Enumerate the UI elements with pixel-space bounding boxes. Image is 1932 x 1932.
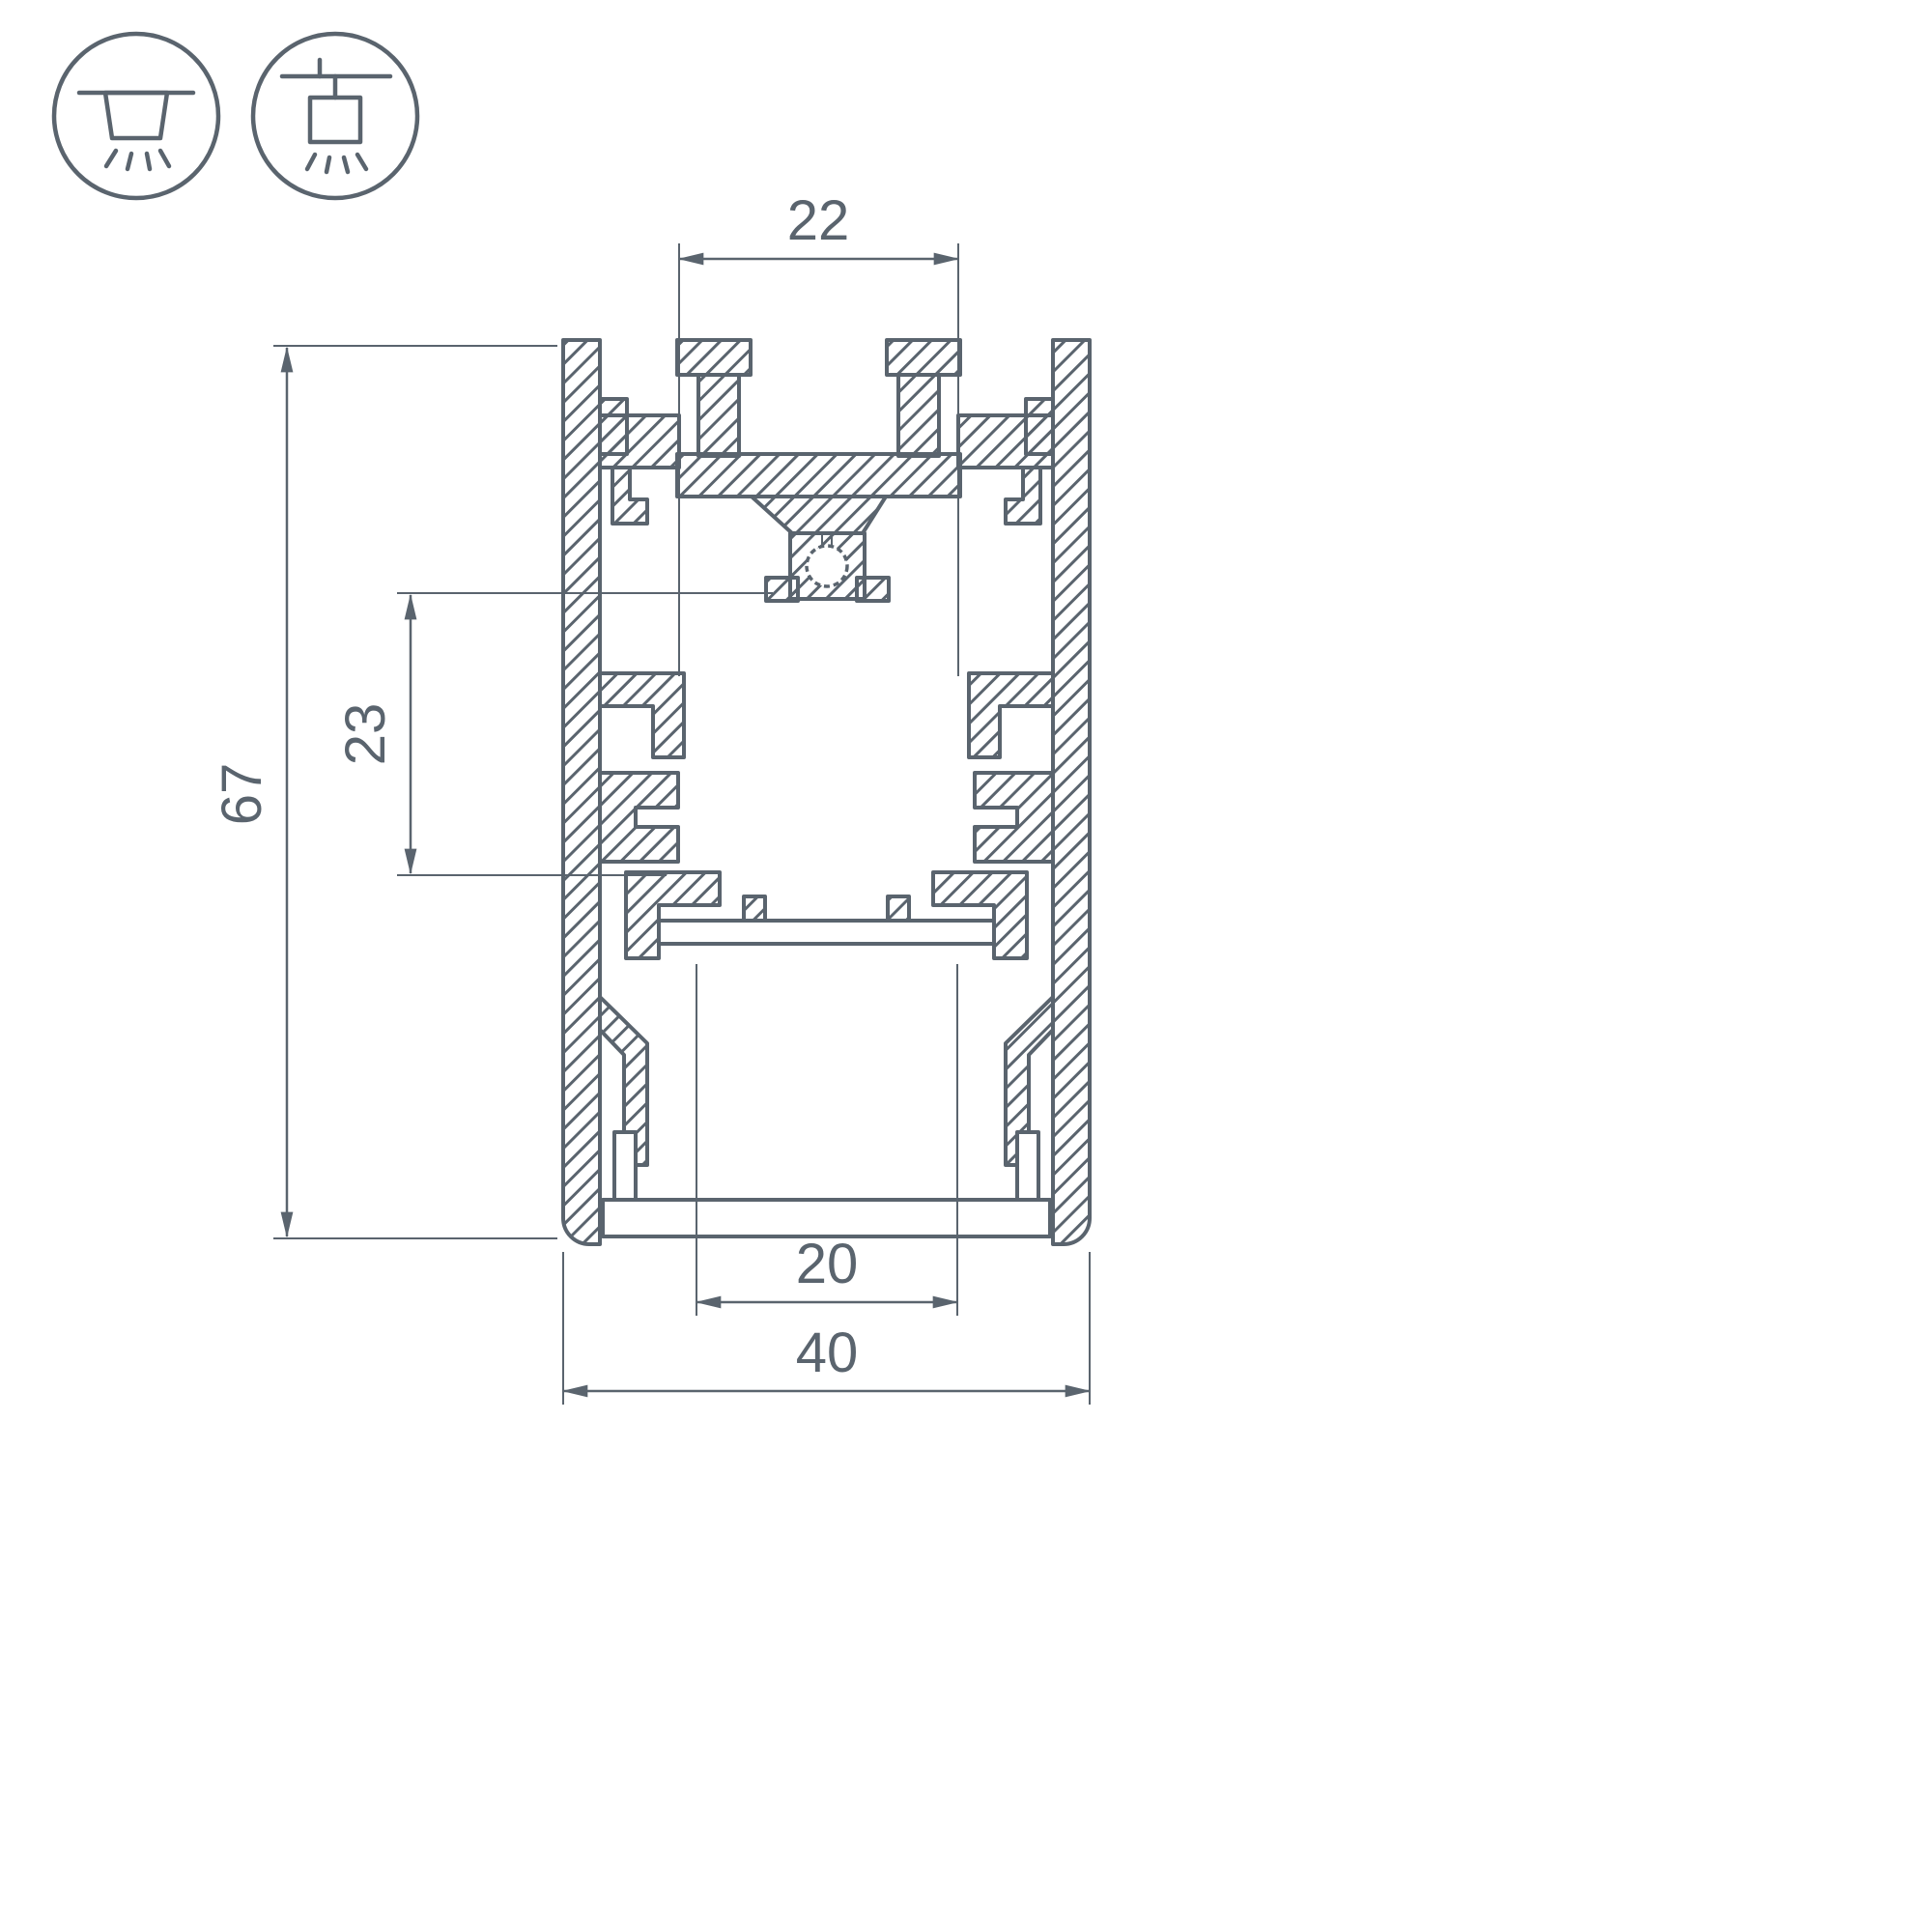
shelf-plate (657, 919, 996, 946)
dim-label-40: 40 (796, 1321, 859, 1384)
left-wall (561, 338, 602, 1246)
dim-total-width: 40 (561, 1252, 1092, 1405)
dim-inner-cavity-height: 23 (334, 592, 773, 876)
shelf-rib-right (886, 895, 911, 923)
mount-icons (51, 31, 420, 201)
right-mid-clip (973, 771, 1055, 864)
light-ray (144, 151, 153, 172)
shelf-rib-left (742, 895, 767, 923)
left-mid-hook (598, 671, 686, 759)
pendant-fixture (307, 95, 363, 145)
light-ray (103, 148, 119, 169)
dim-label-20: 20 (796, 1233, 859, 1295)
boss-transition (750, 495, 888, 535)
right-mid-hook (967, 671, 1055, 759)
right-wall (1051, 338, 1092, 1246)
left-t-tab-neck (696, 373, 741, 458)
right-underweb-hook (1004, 466, 1042, 526)
light-ray (341, 155, 351, 175)
dim-total-height: 67 (211, 345, 557, 1239)
right-t-tab-cap (885, 338, 962, 377)
dim-bottom-opening-width: 20 (695, 964, 959, 1316)
light-ray (157, 148, 172, 169)
left-underweb-hook (611, 466, 649, 526)
light-ray (324, 155, 332, 175)
boss-foot-right (855, 576, 891, 603)
dim-label-67: 67 (211, 763, 273, 826)
dimensions: 22 67 23 20 40 (211, 189, 1092, 1405)
screw-hole (805, 544, 849, 588)
track-body (675, 452, 962, 498)
dim-top-slot-width: 22 (677, 189, 960, 676)
light-ray (125, 151, 134, 172)
left-mid-clip (598, 771, 680, 864)
boss-foot-left (764, 576, 800, 603)
icon-circle (250, 31, 420, 201)
left-top-web (598, 413, 681, 469)
right-t-tab-neck (896, 373, 941, 458)
icon-circle (51, 31, 221, 201)
recessed-fixture (102, 90, 170, 141)
dim-label-22: 22 (787, 189, 850, 252)
right-top-web (956, 413, 1055, 469)
shelf-right-hook (931, 870, 1029, 960)
dim-label-23: 23 (334, 703, 397, 766)
light-ray (304, 152, 318, 172)
profile-cross-section (561, 338, 1092, 1246)
bottom-lip-left (612, 1130, 638, 1208)
bottom-lip-right (1015, 1130, 1040, 1208)
recessed-mount-icon (51, 31, 221, 201)
bottom-plate (601, 1198, 1052, 1238)
shelf-left-hook (624, 870, 722, 960)
pendant-mount-icon (250, 31, 420, 201)
light-ray (355, 152, 369, 172)
left-t-tab-cap (675, 338, 753, 377)
